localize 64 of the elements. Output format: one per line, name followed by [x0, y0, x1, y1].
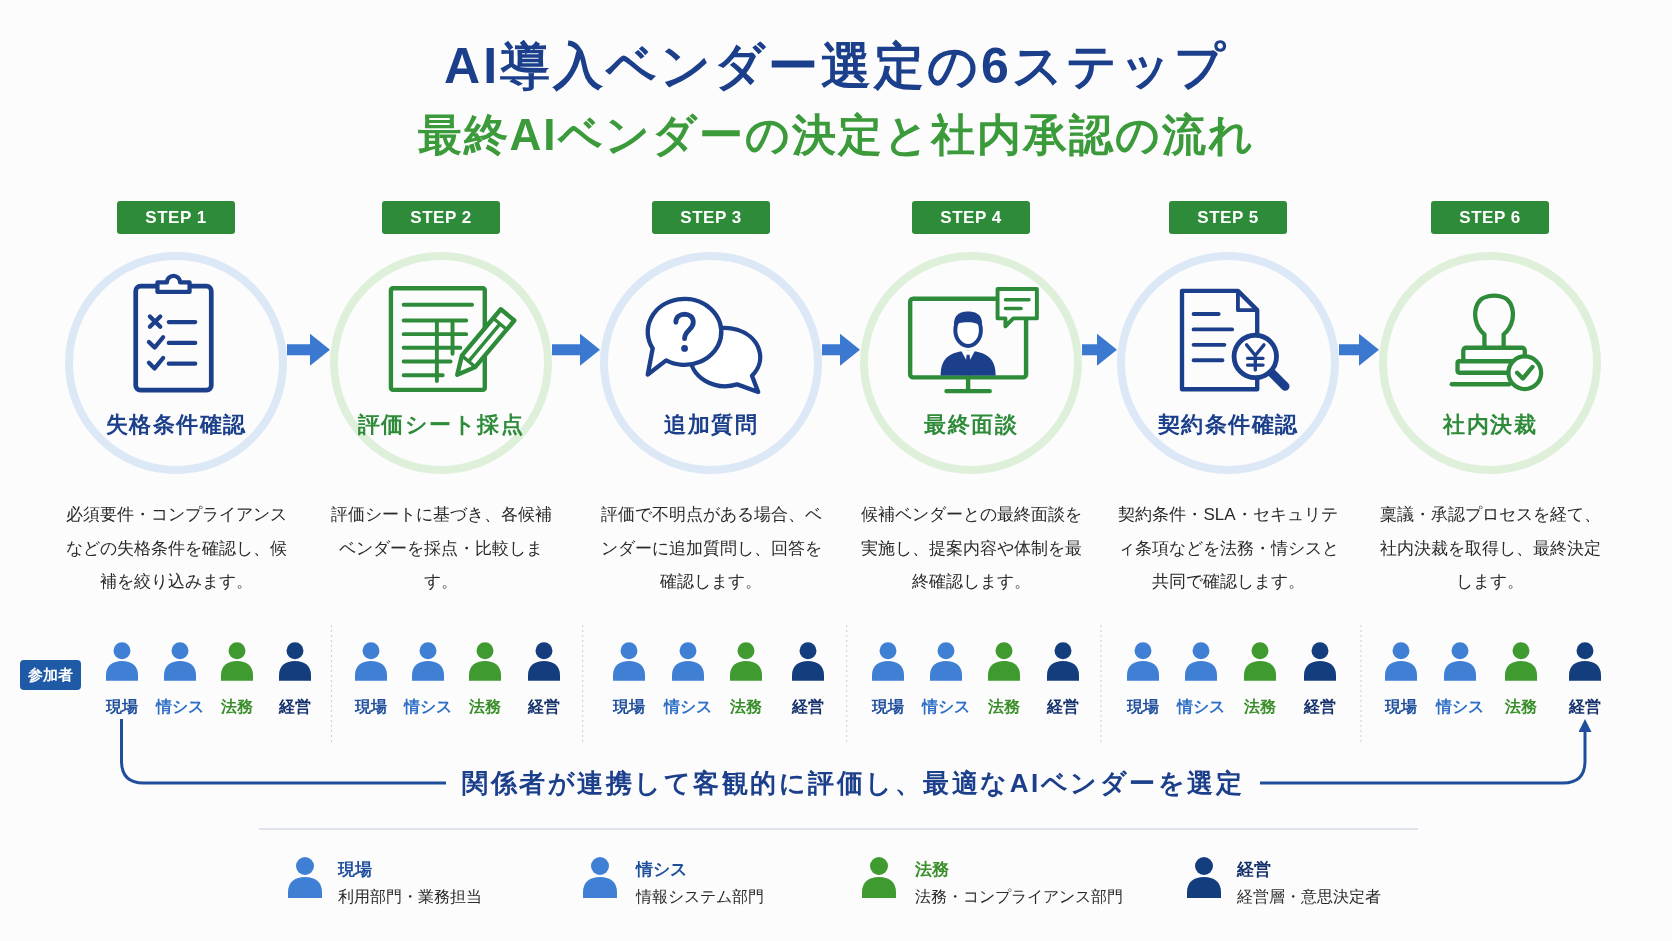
participant-label: 情シス [1177, 697, 1225, 717]
participants-badge: 参加者 [20, 660, 81, 690]
legend-description: 経営層・意思決定者 [1237, 886, 1381, 907]
flow-arrow [1082, 333, 1117, 366]
step-badge: STEP 4 [912, 201, 1030, 234]
step-title: 社内決裁 [1443, 412, 1537, 438]
step-badge: STEP 6 [1431, 201, 1549, 234]
legend-description: 法務・コンプライアンス部門 [915, 886, 1123, 907]
title: AI導入ベンダー選定の6ステップ [444, 37, 1228, 96]
participant-label: 情シス [663, 697, 712, 717]
step-badge: STEP 5 [1169, 201, 1287, 234]
participant-label: 情シス [155, 697, 204, 717]
participant-label: 法務 [220, 697, 253, 717]
participant-label: 経営 [278, 697, 311, 717]
step-title: 評価シート採点 [357, 412, 525, 438]
step-description: 必須要件・コンプライアンスなどの失格条件を確認し、候補を絞り込みます。 [64, 504, 288, 593]
flow-arrow [822, 333, 860, 366]
participant-label: 経営 [1046, 697, 1079, 717]
flow-arrow [552, 333, 600, 366]
subtitle: 最終AIベンダーの決定と社内承認の流れ [417, 110, 1255, 160]
participant-label: 経営 [791, 697, 824, 717]
participant-label: 経営 [1304, 697, 1336, 717]
legend-label: 法務 [915, 859, 949, 881]
step-description: 評価で不明点がある場合、ベンダーに追加質問し、回答を確認します。 [599, 504, 823, 593]
participant-label: 情シス [404, 697, 452, 717]
step-description: 稟議・承認プロセスを経て、社内決裁を取得し、最終決定します。 [1378, 504, 1602, 593]
flow-arrow [1339, 333, 1379, 366]
participant-label: 現場 [354, 697, 387, 717]
step-title: 失格条件確認 [105, 412, 247, 438]
step-description: 評価シートに基づき、各候補ベンダーを採点・比較します。 [329, 504, 553, 593]
legend-label: 現場 [338, 859, 372, 881]
flow-arrow [287, 333, 330, 366]
step-circle [860, 252, 1082, 474]
participant-label: 現場 [612, 697, 645, 717]
participant-label: 現場 [1385, 697, 1417, 717]
participant-label: 現場 [1126, 697, 1159, 717]
step-circle [330, 252, 552, 474]
participant-label: 経営 [528, 697, 560, 717]
legend-description: 情報システム部門 [636, 886, 764, 907]
step-circle [1379, 252, 1601, 474]
participant-label: 情シス [1436, 697, 1484, 717]
legend-label: 情シス [636, 859, 687, 881]
legend-label: 経営 [1237, 859, 1271, 881]
step-title: 追加質問 [664, 412, 758, 438]
participant-label: 情シス [922, 697, 970, 717]
step-description: 契約条件・SLA・セキュリティ条項などを法務・情シスと共同で確認します。 [1116, 504, 1340, 593]
legend-description: 利用部門・業務担当 [338, 886, 482, 907]
step-badge: STEP 1 [117, 201, 235, 234]
step-circle [65, 252, 287, 474]
step-description: 候補ベンダーとの最終面談を実施し、提案内容や体制を最終確認します。 [859, 504, 1083, 593]
participant-label: 法務 [1505, 697, 1537, 717]
participant-label: 経営 [1569, 697, 1601, 717]
step-circle [1117, 252, 1339, 474]
participant-label: 現場 [105, 697, 138, 717]
participant-label: 法務 [988, 697, 1020, 717]
participant-label: 現場 [872, 697, 904, 717]
step-badge: STEP 3 [652, 201, 770, 234]
participant-label: 法務 [469, 697, 501, 717]
participant-label: 法務 [1244, 697, 1276, 717]
step-title: 契約条件確認 [1157, 412, 1299, 438]
step-badge: STEP 2 [382, 201, 500, 234]
step-title: 最終面談 [924, 412, 1018, 438]
participant-label: 法務 [730, 697, 762, 717]
step-circle [600, 252, 822, 474]
